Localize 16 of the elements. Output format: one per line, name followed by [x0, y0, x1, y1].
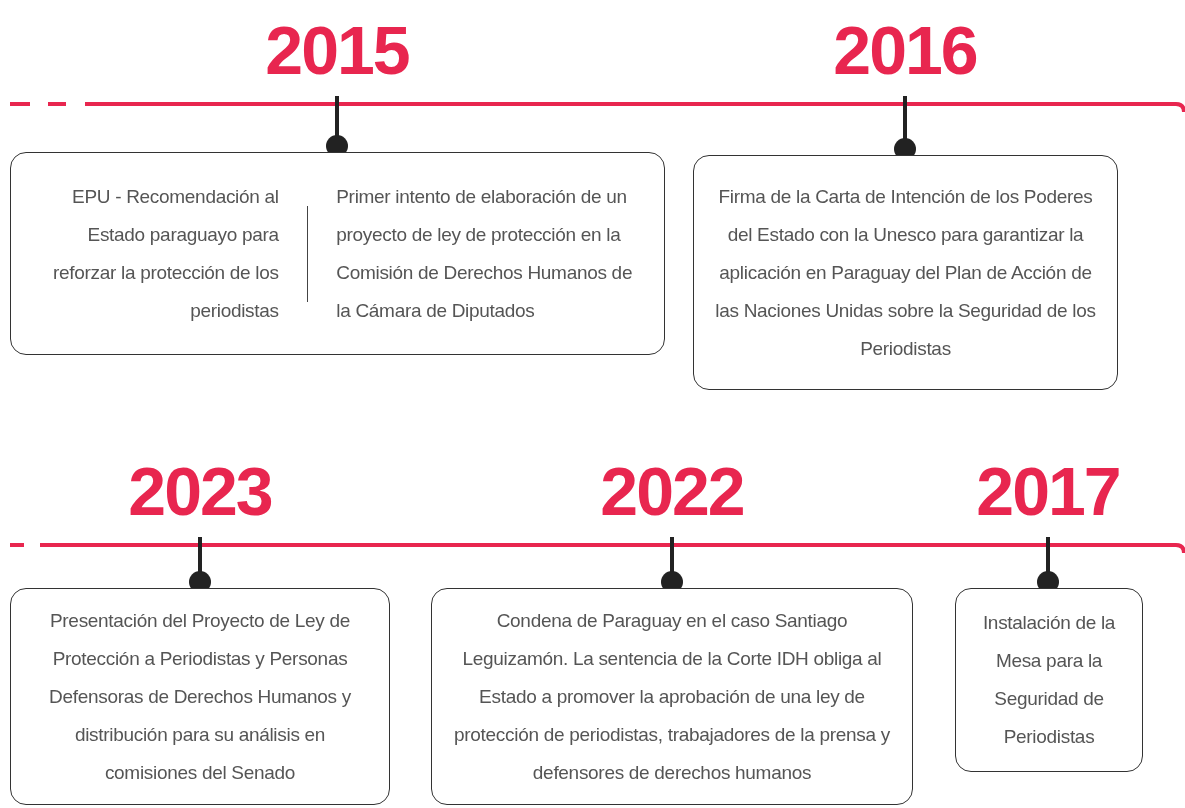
event-description: Presentación del Proyecto de Ley de Protección a Periodistas y Personas Defensoras de Derechos Humanos y distribución para su análisis en comisiones del Senado: [48, 608, 352, 785]
year-heading: 2016: [832, 16, 978, 84]
event-box: [955, 588, 1143, 772]
event-description: Firma de la Carta de Intención de los Poderes del Estado con la Unesco para garantizar la aplicación en Paraguay del Plan de Acción de las Naciones Unidas sobre la Seguridad de los Periodistas: [714, 184, 1097, 361]
year-heading: 2017: [975, 457, 1121, 525]
event-box: [10, 152, 665, 355]
event-box: [10, 588, 390, 805]
year-heading: 2023: [127, 457, 273, 525]
event-description: Condena de Paraguay en el caso Santiago Leguizamón. La sentencia de la Corte IDH obliga al Estado a promover la aprobación de una ley de protección de periodistas, trabajadores de la prensa y defensores de derechos humanos: [453, 608, 891, 785]
event-description: EPU - Recomendación al Estado paraguayo para reforzar la protección de los periodistas: [52, 184, 279, 323]
year-heading: 2015: [264, 16, 410, 84]
event-description: Primer intento de elaboración de un proyecto de ley de protección en la Comisión de Derechos Humanos de la Cámara de Diputados: [336, 184, 634, 323]
event-description: Instalación de la Mesa para la Seguridad de Periodistas: [981, 611, 1117, 749]
event-box: [693, 155, 1118, 390]
year-heading: 2022: [599, 457, 745, 525]
event-box: [431, 588, 913, 805]
